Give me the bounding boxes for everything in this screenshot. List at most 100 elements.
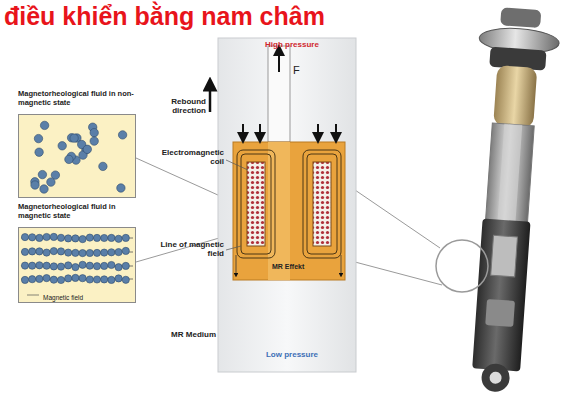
particle	[122, 234, 129, 241]
fluid-box: Magnetorheological fluid in non-magnetic…	[18, 90, 136, 198]
particle	[65, 155, 73, 163]
flow-arrows	[243, 124, 336, 138]
particle	[43, 262, 50, 269]
particle	[21, 262, 28, 269]
particle	[115, 275, 122, 282]
particle	[21, 248, 28, 255]
particle	[43, 249, 50, 256]
particle	[65, 249, 72, 256]
particle	[79, 275, 86, 282]
pressure-label: High pressure	[247, 40, 337, 49]
particle	[29, 234, 36, 241]
particle	[40, 185, 48, 193]
particle	[122, 247, 129, 254]
gap-arrows	[236, 255, 341, 275]
title: điều khiển bằng nam châm	[4, 2, 325, 31]
particle	[57, 234, 64, 241]
pointer-line	[226, 246, 241, 250]
direction-label: Rebound direction	[150, 97, 206, 115]
damper-body	[472, 218, 530, 371]
particle	[72, 235, 79, 242]
particle	[115, 264, 122, 271]
particle	[50, 276, 57, 283]
particle	[40, 121, 48, 129]
particle	[36, 275, 43, 282]
particle	[29, 248, 36, 255]
particle	[118, 131, 126, 139]
fluid-box: Magnetorheological fluid in magnetic sta…	[18, 203, 136, 303]
particle	[90, 129, 98, 137]
particle	[108, 261, 115, 268]
particle	[47, 178, 55, 186]
particle	[72, 274, 79, 281]
field-caption: Magnetic field	[43, 294, 83, 301]
coil-winding	[313, 162, 331, 246]
damper-section	[210, 38, 356, 372]
coil-winding	[247, 162, 265, 246]
particle	[101, 249, 108, 256]
fluid-sample: Magnetic field	[18, 227, 136, 303]
particle	[93, 249, 100, 256]
piston-cutaway	[491, 235, 518, 277]
particle	[36, 234, 43, 241]
particle	[101, 234, 108, 241]
pointer-line	[226, 160, 248, 170]
particle	[29, 262, 36, 269]
particle	[108, 276, 115, 283]
pressure-label: Low pressure	[247, 350, 337, 359]
particle	[79, 236, 86, 243]
piston	[233, 142, 345, 280]
particle	[117, 184, 125, 192]
particle	[43, 275, 50, 282]
part-label: Line of magnetic field	[160, 240, 224, 258]
medium-label: MR Medium	[152, 330, 216, 339]
particle	[35, 148, 43, 156]
particle	[38, 170, 46, 178]
particle	[115, 249, 122, 256]
particle	[72, 249, 79, 256]
particle	[108, 234, 115, 241]
effect-label: MR Effekt	[272, 263, 312, 271]
particle	[50, 248, 57, 255]
particle	[57, 276, 64, 283]
particle	[65, 275, 72, 282]
particle	[65, 235, 72, 242]
particle	[115, 235, 122, 242]
particles	[19, 228, 135, 302]
piston-rod	[268, 46, 290, 142]
particle	[72, 264, 79, 271]
particle	[79, 250, 86, 257]
particle	[90, 137, 98, 145]
particle	[99, 162, 107, 170]
particle	[101, 276, 108, 283]
particles	[19, 115, 135, 197]
force-label: F	[293, 64, 307, 77]
particle	[58, 142, 66, 150]
particle	[122, 262, 129, 269]
particle	[50, 233, 57, 240]
particle	[50, 263, 57, 270]
particle	[86, 234, 93, 241]
particle	[70, 134, 78, 142]
magnifier-circle	[436, 240, 488, 292]
bump-stop	[493, 65, 537, 128]
particle	[65, 262, 72, 269]
particle	[86, 249, 93, 256]
particle	[101, 262, 108, 269]
particle	[43, 233, 50, 240]
particle	[86, 262, 93, 269]
particle	[31, 181, 39, 189]
force-arrow	[278, 50, 280, 72]
pointer-line	[27, 295, 39, 296]
particle	[108, 249, 115, 256]
particle	[79, 261, 86, 268]
particle	[93, 276, 100, 283]
box-heading: Magnetorheological fluid in non-magnetic…	[18, 90, 136, 112]
particle	[93, 234, 100, 241]
particle	[57, 263, 64, 270]
particle	[122, 276, 129, 283]
particle	[86, 276, 93, 283]
top-mount	[500, 7, 541, 28]
box-heading: Magnetorheological fluid in magnetic sta…	[18, 203, 136, 225]
particle	[21, 234, 28, 241]
